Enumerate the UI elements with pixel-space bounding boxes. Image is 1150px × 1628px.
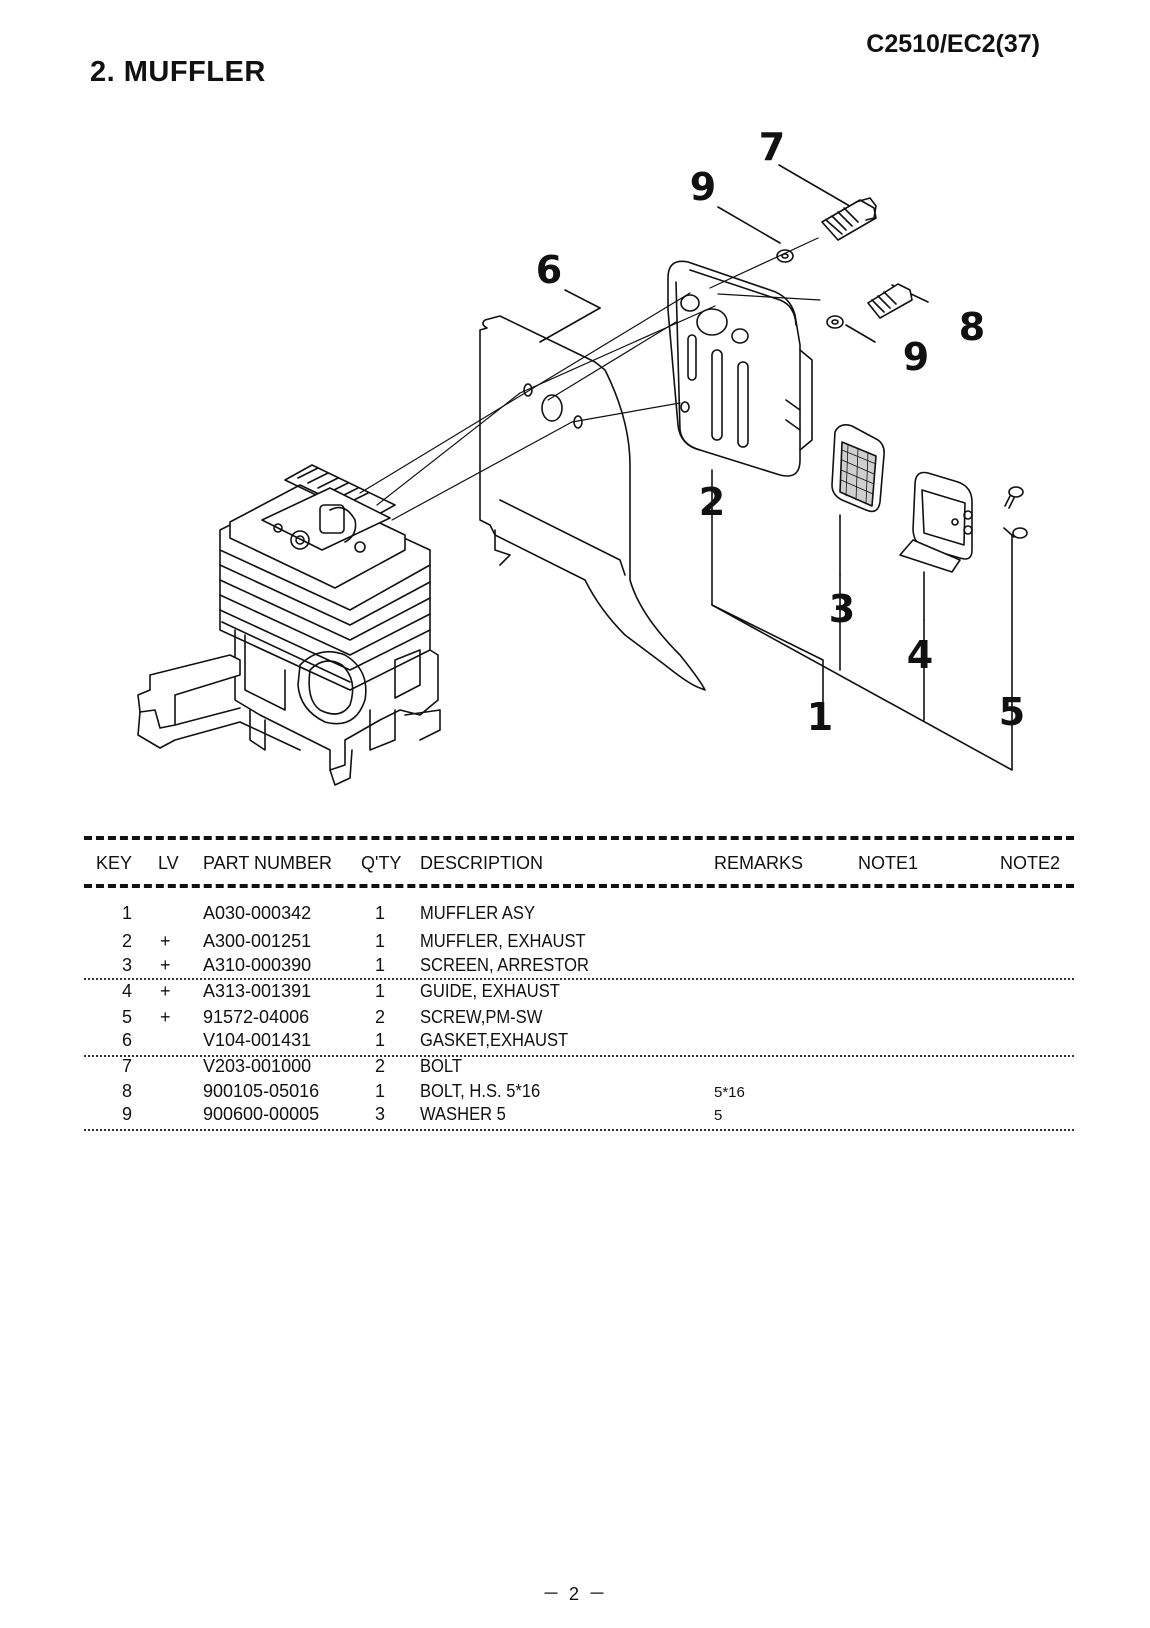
row-desc: WASHER 5 [420,1104,506,1124]
washer-9-lower-icon [826,315,844,329]
callout-labels: 7 9 6 8 9 2 3 4 1 5 [536,125,1025,739]
row-key: 4 [122,981,133,1001]
row-qty: 1 [375,1030,386,1050]
row-part: 91572-04006 [203,1007,310,1027]
row-qty: 1 [375,903,386,923]
row-desc: GASKET,EXHAUST [420,1030,569,1050]
table-row: 9 900600-00005 3 WASHER 5 5 [84,1104,1074,1128]
col-qty: Q'TY [361,853,402,873]
row-qty: 2 [375,1056,386,1076]
callout-9-top: 9 [690,165,716,209]
col-part-number: PART NUMBER [203,853,333,873]
col-note1: NOTE1 [858,853,919,873]
row-part: V203-001000 [203,1056,312,1076]
callout-2: 2 [699,480,725,524]
row-key: 6 [122,1030,133,1050]
row-remarks: 5*16 [714,1084,745,1101]
row-part: A030-000342 [203,903,312,923]
table-bottom-rule [84,1129,1074,1131]
row-lv: + [160,931,171,951]
page-number: － 2 － [541,1584,608,1604]
engine-cylinder-icon [137,464,441,786]
table-header-rule [84,884,1074,888]
col-description: DESCRIPTION [420,853,544,873]
table-row: 2 + A300-001251 1 MUFFLER, EXHAUST [84,931,1074,955]
row-part: 900105-05016 [203,1081,320,1101]
callout-1: 1 [807,695,833,739]
callout-3: 3 [829,587,855,631]
screen-arrestor-3-icon [831,424,885,513]
row-lv: + [160,981,171,1001]
row-qty: 1 [375,955,386,975]
row-lv: + [160,955,171,975]
row-desc: GUIDE, EXHAUST [420,981,560,1001]
row-lv: + [160,1007,171,1027]
exhaust-guide-4-icon [899,471,973,573]
table-header: KEY LV PART NUMBER Q'TY DESCRIPTION REMA… [84,853,1074,879]
row-remarks: 5 [714,1107,723,1124]
row-key: 8 [122,1081,133,1101]
washer-9-top-icon [776,249,794,263]
row-key: 2 [122,931,133,951]
table-row: 8 900105-05016 1 BOLT, H.S. 5*16 5*16 [84,1081,1074,1105]
row-desc: MUFFLER, EXHAUST [420,931,586,951]
row-desc: BOLT [420,1056,463,1076]
row-part: V104-001431 [203,1030,312,1050]
callout-8: 8 [959,305,985,349]
row-part: A300-001251 [203,931,312,951]
leader-lines [539,164,1013,771]
row-desc: SCREEN, ARRESTOR [420,955,590,975]
exploded-parts-diagram: 7 9 6 8 9 2 3 4 1 5 [137,125,1028,786]
table-row: 3 + A310-000390 1 SCREEN, ARRESTOR [84,955,1074,979]
col-lv: LV [158,853,179,873]
col-note2: NOTE2 [1000,853,1061,873]
table-row: 6 V104-001431 1 GASKET,EXHAUST [84,1030,1074,1054]
row-key: 7 [122,1056,133,1076]
muffler-2-icon [667,260,813,477]
row-part: A313-001391 [203,981,312,1001]
table-top-rule [84,836,1074,840]
assembly-lines [359,237,821,521]
col-key: KEY [96,853,133,873]
row-qty: 3 [375,1104,386,1124]
row-qty: 1 [375,931,386,951]
callout-9-lower: 9 [903,335,929,379]
row-qty: 2 [375,1007,386,1027]
row-qty: 1 [375,981,386,1001]
callout-6: 6 [536,248,562,292]
screw-5-icon [1003,486,1028,539]
group-separator [84,1055,1074,1057]
row-key: 5 [122,1007,133,1027]
row-part: 900600-00005 [203,1104,320,1124]
row-desc: MUFFLER ASY [420,903,536,923]
table-row: 1 A030-000342 1 MUFFLER ASY [84,903,1074,927]
row-key: 3 [122,955,133,975]
row-key: 1 [122,903,133,923]
callout-4: 4 [907,633,933,677]
section-title: 2. MUFFLER [90,56,266,88]
callout-5: 5 [999,690,1025,734]
model-code: C2510/EC2(37) [866,30,1040,58]
table-row: 4 + A313-001391 1 GUIDE, EXHAUST [84,981,1074,1005]
row-part: A310-000390 [203,955,312,975]
table-row: 5 + 91572-04006 2 SCREW,PM-SW [84,1007,1074,1031]
bolt-7-icon [821,197,877,241]
row-key: 9 [122,1104,133,1124]
col-remarks: REMARKS [714,853,804,873]
table-row: 7 V203-001000 2 BOLT [84,1056,1074,1080]
group-separator [84,978,1074,980]
callout-7: 7 [759,125,785,169]
gasket-shield-6-icon [479,315,706,691]
row-desc: SCREW,PM-SW [420,1007,543,1027]
row-qty: 1 [375,1081,386,1101]
row-desc: BOLT, H.S. 5*16 [420,1081,541,1101]
bolt-8-icon [867,283,913,319]
